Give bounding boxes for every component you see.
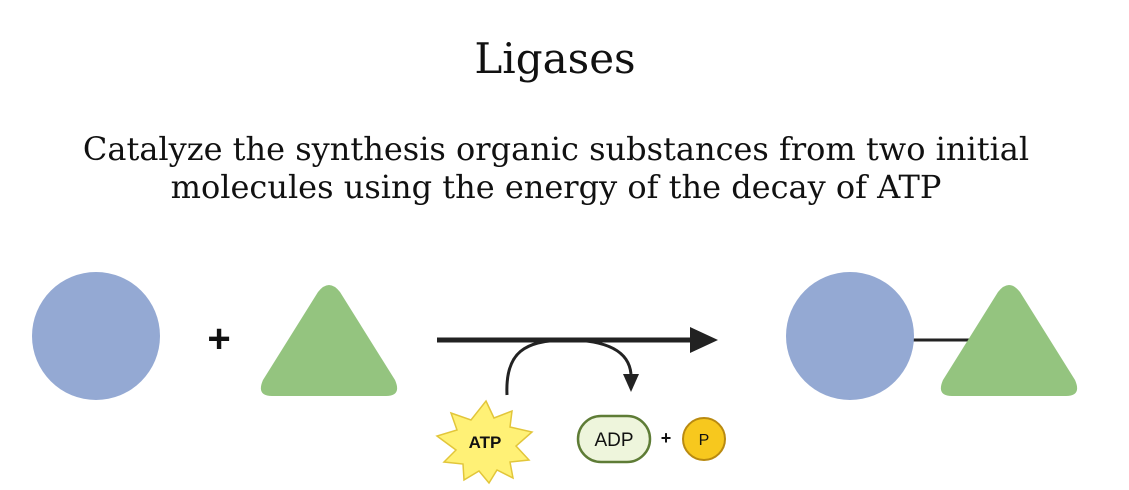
adp-badge <box>576 414 652 464</box>
phosphate-label: P <box>699 432 710 449</box>
description-line-2: molecules using the energy of the decay … <box>170 168 942 206</box>
byproduct-plus-sign: + <box>661 428 672 448</box>
energy-curve-arrow <box>505 338 633 396</box>
description-line-1: Catalyze the synthesis organic substance… <box>82 130 1030 168</box>
page-title: Ligases <box>474 34 636 83</box>
product-circle <box>786 272 914 400</box>
reactant-circle <box>32 272 160 400</box>
plus-sign: + <box>207 317 230 361</box>
energy-curve-arrow-head <box>623 374 639 392</box>
reactant-triangle <box>260 285 398 396</box>
adp-label: ADP <box>594 430 633 451</box>
atp-label: ATP <box>469 433 502 452</box>
reaction-arrow-head <box>690 327 718 353</box>
atp-burst-icon <box>435 399 534 485</box>
phosphate-badge <box>682 417 726 461</box>
description: Catalyze the synthesis organic substance… <box>0 130 1112 206</box>
product-triangle <box>940 285 1078 396</box>
